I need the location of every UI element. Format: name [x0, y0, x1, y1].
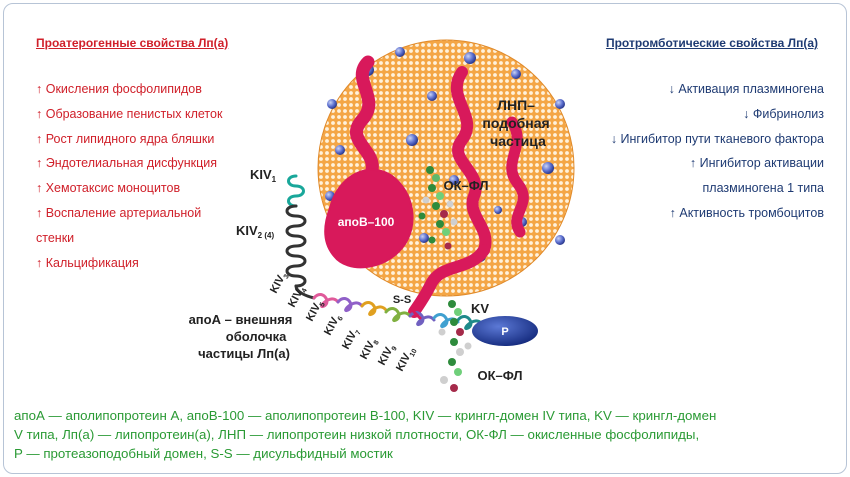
oxpl-molecule-top — [418, 166, 458, 250]
apob-label: апоВ–100 — [338, 215, 395, 229]
list-item: ↑ Образование пенистых клеток — [36, 106, 223, 121]
protease-domain — [472, 316, 538, 346]
kiv6-label: KIV6 — [322, 312, 345, 338]
list-item: стенки — [36, 230, 75, 245]
list-item: ↓ Ингибитор пути тканевого фактора — [610, 131, 824, 146]
apob-100-protein — [324, 55, 529, 318]
ss-bridge-label: S-S — [393, 294, 411, 306]
list-item: ↑ Окисления фосфолипидов — [36, 82, 202, 96]
list-item: ↓ Активация плазминогена — [668, 82, 824, 96]
kiv7-label: KIV7 — [340, 326, 363, 352]
legend-line: P — протеазоподобный домен, S-S — дисуль… — [14, 446, 393, 461]
pro-atherogenic-heading: Проатерогенные свойства Лп(а) — [36, 36, 229, 50]
list-item: ↑ Эндотелиальная дисфункция — [36, 156, 218, 171]
pro-atherogenic-list: ↑ Окисления фосфолипидов ↑ Образование п… — [36, 77, 222, 275]
kiv2-label: KIV2 (4) — [236, 223, 274, 240]
oxpl-top-label: ОК–ФЛ — [444, 178, 489, 193]
prothrombotic-heading: Протромботические свойства Лп(а) — [605, 36, 818, 50]
oxpl-molecule-bottom — [438, 300, 472, 392]
kv-label: KV — [471, 301, 489, 316]
apoa-label: апоА – внешняя оболочка частицы Лп(а) — [189, 312, 296, 361]
list-item: ↑ Кальцификация — [36, 255, 139, 270]
list-item: ↑ Рост липидного ядра бляшки — [36, 131, 215, 146]
protease-label: P — [501, 326, 508, 338]
prothrombotic-list: ↓ Активация плазминогена ↓ Фибринолиз ↓ … — [611, 77, 824, 226]
ldl-label: ЛНП– подобная частица — [482, 97, 553, 149]
list-item: ↑ Воспаление артериальной — [36, 205, 202, 220]
list-item: ↓ Фибринолиз — [743, 106, 824, 121]
legend-line: апоА — аполипопротеин А, апоВ-100 — апол… — [14, 408, 717, 423]
list-item: ↑ Хемотаксис моноцитов — [36, 181, 181, 196]
kiv-coil-chain — [285, 174, 490, 332]
list-item: ↑ Активность тромбоцитов — [669, 205, 824, 220]
kiv1-label: KIV1 — [250, 167, 277, 184]
legend-line: V типа, Лп(а) — липопротеин(а), ЛНП — ли… — [14, 427, 700, 442]
list-item: плазминогена 1 типа — [702, 181, 824, 196]
list-item: ↑ Ингибитор активации — [689, 156, 824, 171]
abbreviations-legend: апоА — аполипопротеин А, апоВ-100 — апол… — [14, 406, 840, 463]
oxpl-bottom-label: ОК–ФЛ — [478, 368, 523, 383]
